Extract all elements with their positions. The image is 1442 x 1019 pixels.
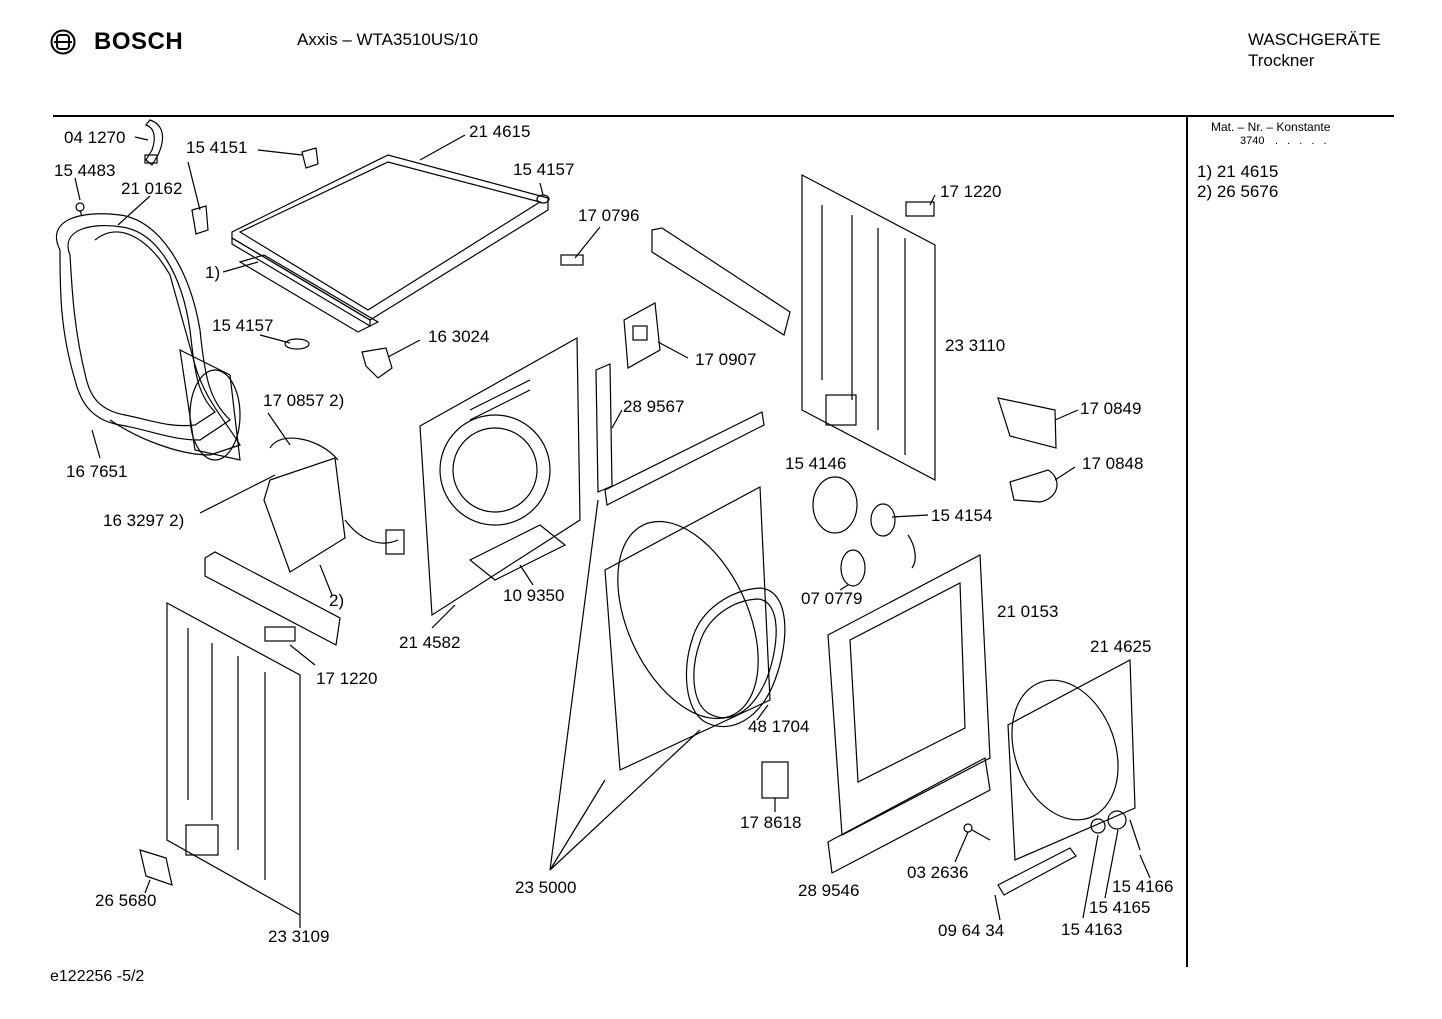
knob-154165 — [1107, 810, 1127, 830]
part-label: 48 1704 — [748, 717, 809, 736]
model-title: Axxis – WTA3510US/10 — [297, 30, 479, 49]
part-label: 15 4157 — [513, 160, 574, 179]
part-label: 16 3024 — [428, 327, 489, 346]
part-label: 04 1270 — [64, 128, 125, 147]
part-label: 21 0153 — [997, 602, 1058, 621]
gasket-plate — [623, 302, 661, 369]
door-frame — [1007, 659, 1136, 861]
knob-154163 — [1090, 818, 1106, 834]
kick-plate — [827, 757, 991, 874]
pin-154166 — [1129, 819, 1141, 851]
part-label: 10 9350 — [503, 586, 564, 605]
category-subtitle: Trockner — [1248, 51, 1315, 70]
door-handle — [997, 847, 1077, 896]
part-label: 23 3109 — [268, 927, 329, 946]
bracket-pair — [191, 147, 319, 235]
part-label: 17 0796 — [578, 206, 639, 225]
part-label: 03 2636 — [907, 863, 968, 882]
footnote-2: 2) 26 5676 — [1197, 182, 1279, 201]
part-label: 26 5680 — [95, 891, 156, 910]
part-label: 15 4157 — [212, 316, 273, 335]
part-label: 21 4625 — [1090, 637, 1151, 656]
part-label: 07 0779 — [801, 589, 862, 608]
part-label: 16 3297 2) — [103, 511, 184, 530]
block-171220-lower — [264, 626, 296, 642]
part-label: 15 4154 — [931, 506, 992, 525]
part-label: 17 8618 — [740, 813, 801, 832]
part-label: 2) — [329, 591, 344, 610]
part-label: 17 0849 — [1080, 399, 1141, 418]
part-label: 28 9567 — [623, 397, 684, 416]
part-label: 16 7651 — [66, 462, 127, 481]
footnote-1: 1) 21 4615 — [1197, 162, 1279, 181]
part-label: 21 4582 — [399, 633, 460, 652]
part-label: 15 4483 — [54, 161, 115, 180]
retainer-clip — [144, 119, 164, 166]
part-label: 15 4165 — [1089, 898, 1150, 917]
part-label: 17 0848 — [1082, 454, 1143, 473]
constant-dots: . . . . . — [1275, 135, 1330, 147]
sidebar-divider — [1186, 117, 1188, 967]
part-label: 15 4151 — [186, 138, 247, 157]
part-labels: 04 1270 15 4483 15 4151 21 0162 21 4615 … — [54, 122, 1173, 946]
latch-170796 — [560, 254, 584, 266]
leader-lines — [74, 134, 1151, 928]
back-panel — [419, 336, 581, 617]
constant-value: 3740 — [1240, 135, 1265, 147]
bosch-armature-icon — [50, 29, 76, 55]
header-rule — [53, 115, 1394, 117]
part-label: 15 4166 — [1112, 877, 1173, 896]
left-side-panel — [166, 601, 301, 917]
cover-plate-265680 — [139, 849, 173, 886]
brand-logo: BOSCH — [50, 28, 183, 56]
filter-cap — [812, 476, 858, 534]
part-label: 23 3110 — [945, 336, 1005, 355]
part-label: 1) — [205, 263, 220, 282]
part-label: 15 4146 — [785, 454, 846, 473]
part-label: 28 9546 — [798, 881, 859, 900]
part-label: 21 4615 — [469, 122, 530, 141]
front-bearing-frame — [604, 411, 771, 771]
part-label: 17 0857 2) — [263, 391, 344, 410]
rear-mounting-strip — [651, 227, 791, 336]
insulation-mat — [238, 254, 380, 333]
drawing-id: e122256 -5/2 — [50, 968, 145, 985]
right-side-panel — [801, 174, 936, 481]
part-label: 17 0907 — [695, 350, 756, 369]
front-panel — [827, 554, 991, 836]
part-label: 17 1220 — [940, 182, 1001, 201]
part-label: 09 64 34 — [938, 921, 1004, 940]
material-number-heading: Mat. – Nr. – Konstante — [1211, 120, 1331, 134]
door-lock — [761, 761, 789, 799]
part-label: 17 1220 — [316, 669, 377, 688]
door-seal — [685, 587, 786, 728]
air-duct — [468, 524, 567, 581]
bottom-mounting-strip — [204, 551, 341, 646]
part-label: 21 0162 — [121, 179, 182, 198]
block-171220-top — [905, 201, 935, 217]
exploded-parts-diagram: 04 1270 15 4483 15 4151 21 0162 21 4615 … — [54, 119, 1173, 946]
switch-070779 — [840, 549, 866, 587]
drum-seal-ring — [55, 213, 241, 461]
bracket-170849 — [997, 397, 1057, 449]
top-cover — [231, 154, 549, 328]
part-label: 23 5000 — [515, 878, 576, 897]
brand-name: BOSCH — [94, 28, 184, 55]
clip-154157-lower — [284, 338, 310, 350]
screw-small — [75, 202, 85, 217]
part-label: 15 4163 — [1061, 920, 1122, 939]
hinge-163024 — [361, 347, 393, 379]
electronic-module — [263, 437, 405, 573]
cover-170848 — [1009, 469, 1058, 503]
category-title: WASCHGERÄTE — [1248, 30, 1381, 49]
lamp-bulb — [870, 503, 916, 569]
condenser-bar — [595, 363, 613, 493]
